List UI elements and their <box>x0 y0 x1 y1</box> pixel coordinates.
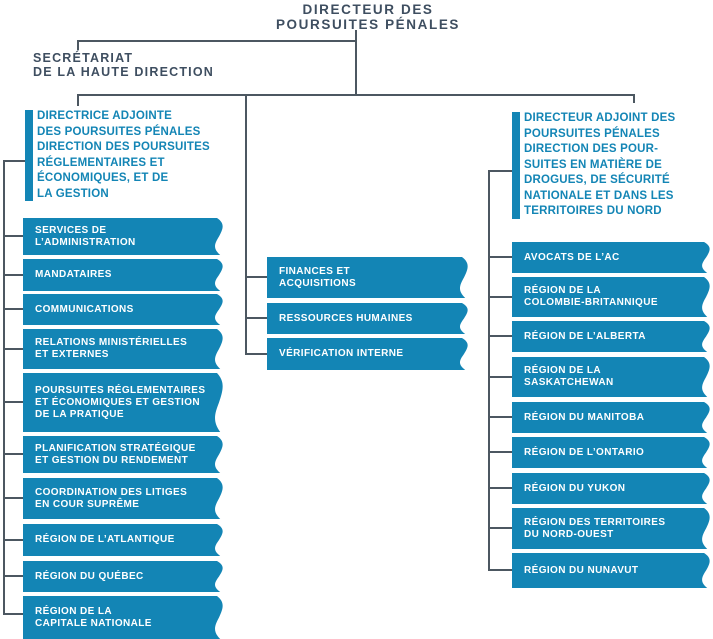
connector-stub <box>488 487 512 489</box>
connector-stub <box>488 569 512 571</box>
leader-bar <box>512 112 520 219</box>
connector-stub <box>3 160 25 162</box>
connector-stub <box>3 274 23 276</box>
org-node-region-yukon: RÉGION DU YUKON <box>512 473 710 504</box>
left-branch-header: DIRECTRICE ADJOINTE DES POURSUITES PÉNAL… <box>25 109 225 202</box>
org-node-ressources-humaines: RESSOURCES HUMAINES <box>267 303 468 334</box>
connector-right-trunk <box>488 170 490 571</box>
connector-stub <box>488 170 512 172</box>
org-node-planification-strategique: PLANIFICATION STRATÉGIQUE ET GESTION DU … <box>23 436 223 473</box>
connector-secretariat-branch <box>77 40 357 42</box>
connector-stub <box>488 256 512 258</box>
connector-right-header-stub <box>633 94 635 103</box>
secretariat-label: SECRÉTARIAT DE LA HAUTE DIRECTION <box>33 51 214 79</box>
org-node-region-nunavut: RÉGION DU NUNAVUT <box>512 553 710 588</box>
connector-left-trunk <box>3 160 5 615</box>
org-node-region-ontario: RÉGION DE L’ONTARIO <box>512 437 710 468</box>
connector-stub <box>3 235 23 237</box>
org-node-relations-ministerielles: RELATIONS MINISTÉRIELLES ET EXTERNES <box>23 329 223 369</box>
connector-stub <box>3 539 23 541</box>
org-node-region-atlantique: RÉGION DE L’ATLANTIQUE <box>23 524 223 556</box>
connector-stub <box>488 335 512 337</box>
connector-stub <box>3 401 23 403</box>
connector-stub <box>3 348 23 350</box>
org-node-finances-acquisitions: FINANCES ET ACQUISITIONS <box>267 257 468 298</box>
connector-left-header-stub <box>77 94 79 106</box>
connector-stub <box>3 497 23 499</box>
page-title: DIRECTEUR DES POURSUITES PÉNALES <box>275 2 461 32</box>
connector-stub <box>3 453 23 455</box>
connector-stub <box>3 613 23 615</box>
connector-stub <box>488 527 512 529</box>
org-node-region-alberta: RÉGION DE L’ALBERTA <box>512 321 710 352</box>
org-node-region-colombie-britannique: RÉGION DE LA COLOMBIE-BRITANNIQUE <box>512 277 710 317</box>
connector-stub <box>3 575 23 577</box>
connector-center-trunk <box>245 94 247 355</box>
org-node-region-quebec: RÉGION DU QUÉBEC <box>23 561 223 592</box>
org-node-region-saskatchewan: RÉGION DE LA SASKATCHEWAN <box>512 357 710 397</box>
org-node-communications: COMMUNICATIONS <box>23 294 223 325</box>
connector-stub <box>3 308 23 310</box>
org-node-verification-interne: VÉRIFICATION INTERNE <box>267 338 468 370</box>
connector-stub <box>245 276 267 278</box>
org-node-region-territoires-nord-ouest: RÉGION DES TERRITOIRES DU NORD-OUEST <box>512 508 710 549</box>
connector-stub <box>488 376 512 378</box>
connector-stub <box>488 451 512 453</box>
leader-bar <box>25 110 33 201</box>
connector-stub <box>245 317 267 319</box>
connector-stub <box>245 353 267 355</box>
org-node-coordination-litiges: COORDINATION DES LITIGES EN COUR SUPRÊME <box>23 478 223 519</box>
connector-root-drop <box>355 30 357 96</box>
org-node-mandataires: MANDATAIRES <box>23 259 223 291</box>
org-node-avocats-ac: AVOCATS DE L’AC <box>512 242 710 273</box>
connector-stub <box>488 296 512 298</box>
left-branch-header-label: DIRECTRICE ADJOINTE DES POURSUITES PÉNAL… <box>37 110 210 200</box>
connector-main-crossbar <box>77 94 635 96</box>
org-node-poursuites-reglementaires: POURSUITES RÉGLEMENTAIRES ET ÉCONOMIQUES… <box>23 373 223 432</box>
right-branch-header: DIRECTEUR ADJOINT DES POURSUITES PÉNALES… <box>512 111 710 220</box>
connector-stub <box>488 416 512 418</box>
right-branch-header-label: DIRECTEUR ADJOINT DES POURSUITES PÉNALES… <box>524 112 676 217</box>
org-node-services-administration: SERVICES DE L’ADMINISTRATION <box>23 218 223 255</box>
connector-secretariat-stub <box>77 40 79 50</box>
org-node-region-manitoba: RÉGION DU MANITOBA <box>512 402 710 433</box>
org-node-region-capitale-nationale: RÉGION DE LA CAPITALE NATIONALE <box>23 596 223 639</box>
